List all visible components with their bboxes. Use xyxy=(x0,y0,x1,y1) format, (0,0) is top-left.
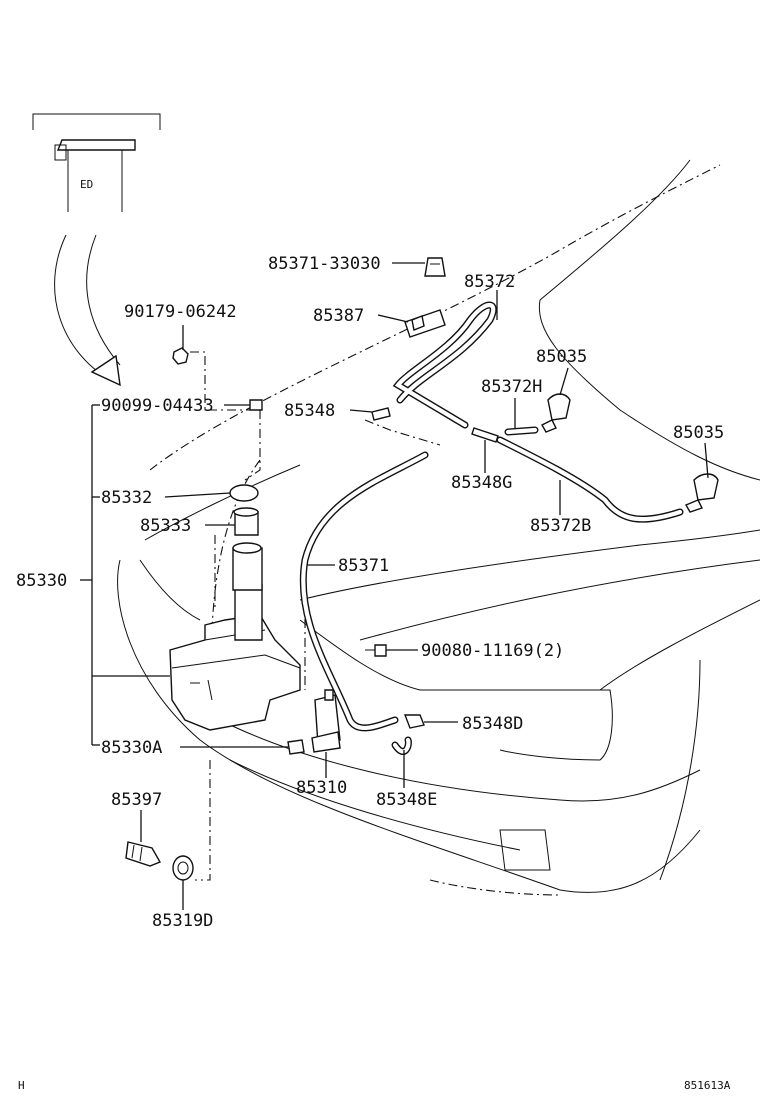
part-85035-b-label: 85035 xyxy=(673,423,724,443)
part-85330a-label: 85330A xyxy=(101,738,162,758)
part-85371-label: 85371 xyxy=(338,556,389,576)
part-85371-33030-label: 85371-33030 xyxy=(268,254,381,274)
part-85310-label: 85310 xyxy=(296,778,347,798)
leader-lines xyxy=(140,262,709,910)
part-90179-06242-label: 90179-06242 xyxy=(124,302,237,322)
inset-detail: ED xyxy=(32,113,161,387)
part-85330-label: 85330 xyxy=(16,571,67,591)
part-85372b-label: 85372B xyxy=(530,516,591,536)
part-85397-label: 85397 xyxy=(111,790,162,810)
part-85348d-label: 85348D xyxy=(462,714,523,734)
part-85348e-label: 85348E xyxy=(376,790,437,810)
part-85333-label: 85333 xyxy=(140,516,191,536)
inset-mark-label: ED xyxy=(80,178,93,191)
washer-tank xyxy=(169,484,301,731)
part-85035-label: 85035 xyxy=(536,347,587,367)
group-bracket xyxy=(80,404,170,746)
part-85387-label: 85387 xyxy=(313,306,364,326)
part-85372-label: 85372 xyxy=(464,272,515,292)
part-90080-11169-label: 90080-11169(2) xyxy=(421,641,564,661)
footer-left-code: H xyxy=(18,1079,25,1092)
arrow-head-icon xyxy=(90,354,121,387)
part-85348g-label: 85348G xyxy=(451,473,512,493)
part-85332-label: 85332 xyxy=(101,488,152,508)
cap-seal xyxy=(229,484,259,502)
part-90099-04433-label: 90099-04433 xyxy=(101,396,214,416)
hoses xyxy=(299,301,684,755)
part-85319d-label: 85319D xyxy=(152,911,213,931)
footer-diagram-id: 851613A xyxy=(684,1079,731,1092)
small-parts xyxy=(125,257,719,881)
part-85348-label: 85348 xyxy=(284,401,335,421)
part-85372h-label: 85372H xyxy=(481,377,542,397)
part-labels: 85371-33030 85372 90179-06242 85387 8503… xyxy=(16,254,724,931)
vehicle-body-outline xyxy=(117,159,760,896)
